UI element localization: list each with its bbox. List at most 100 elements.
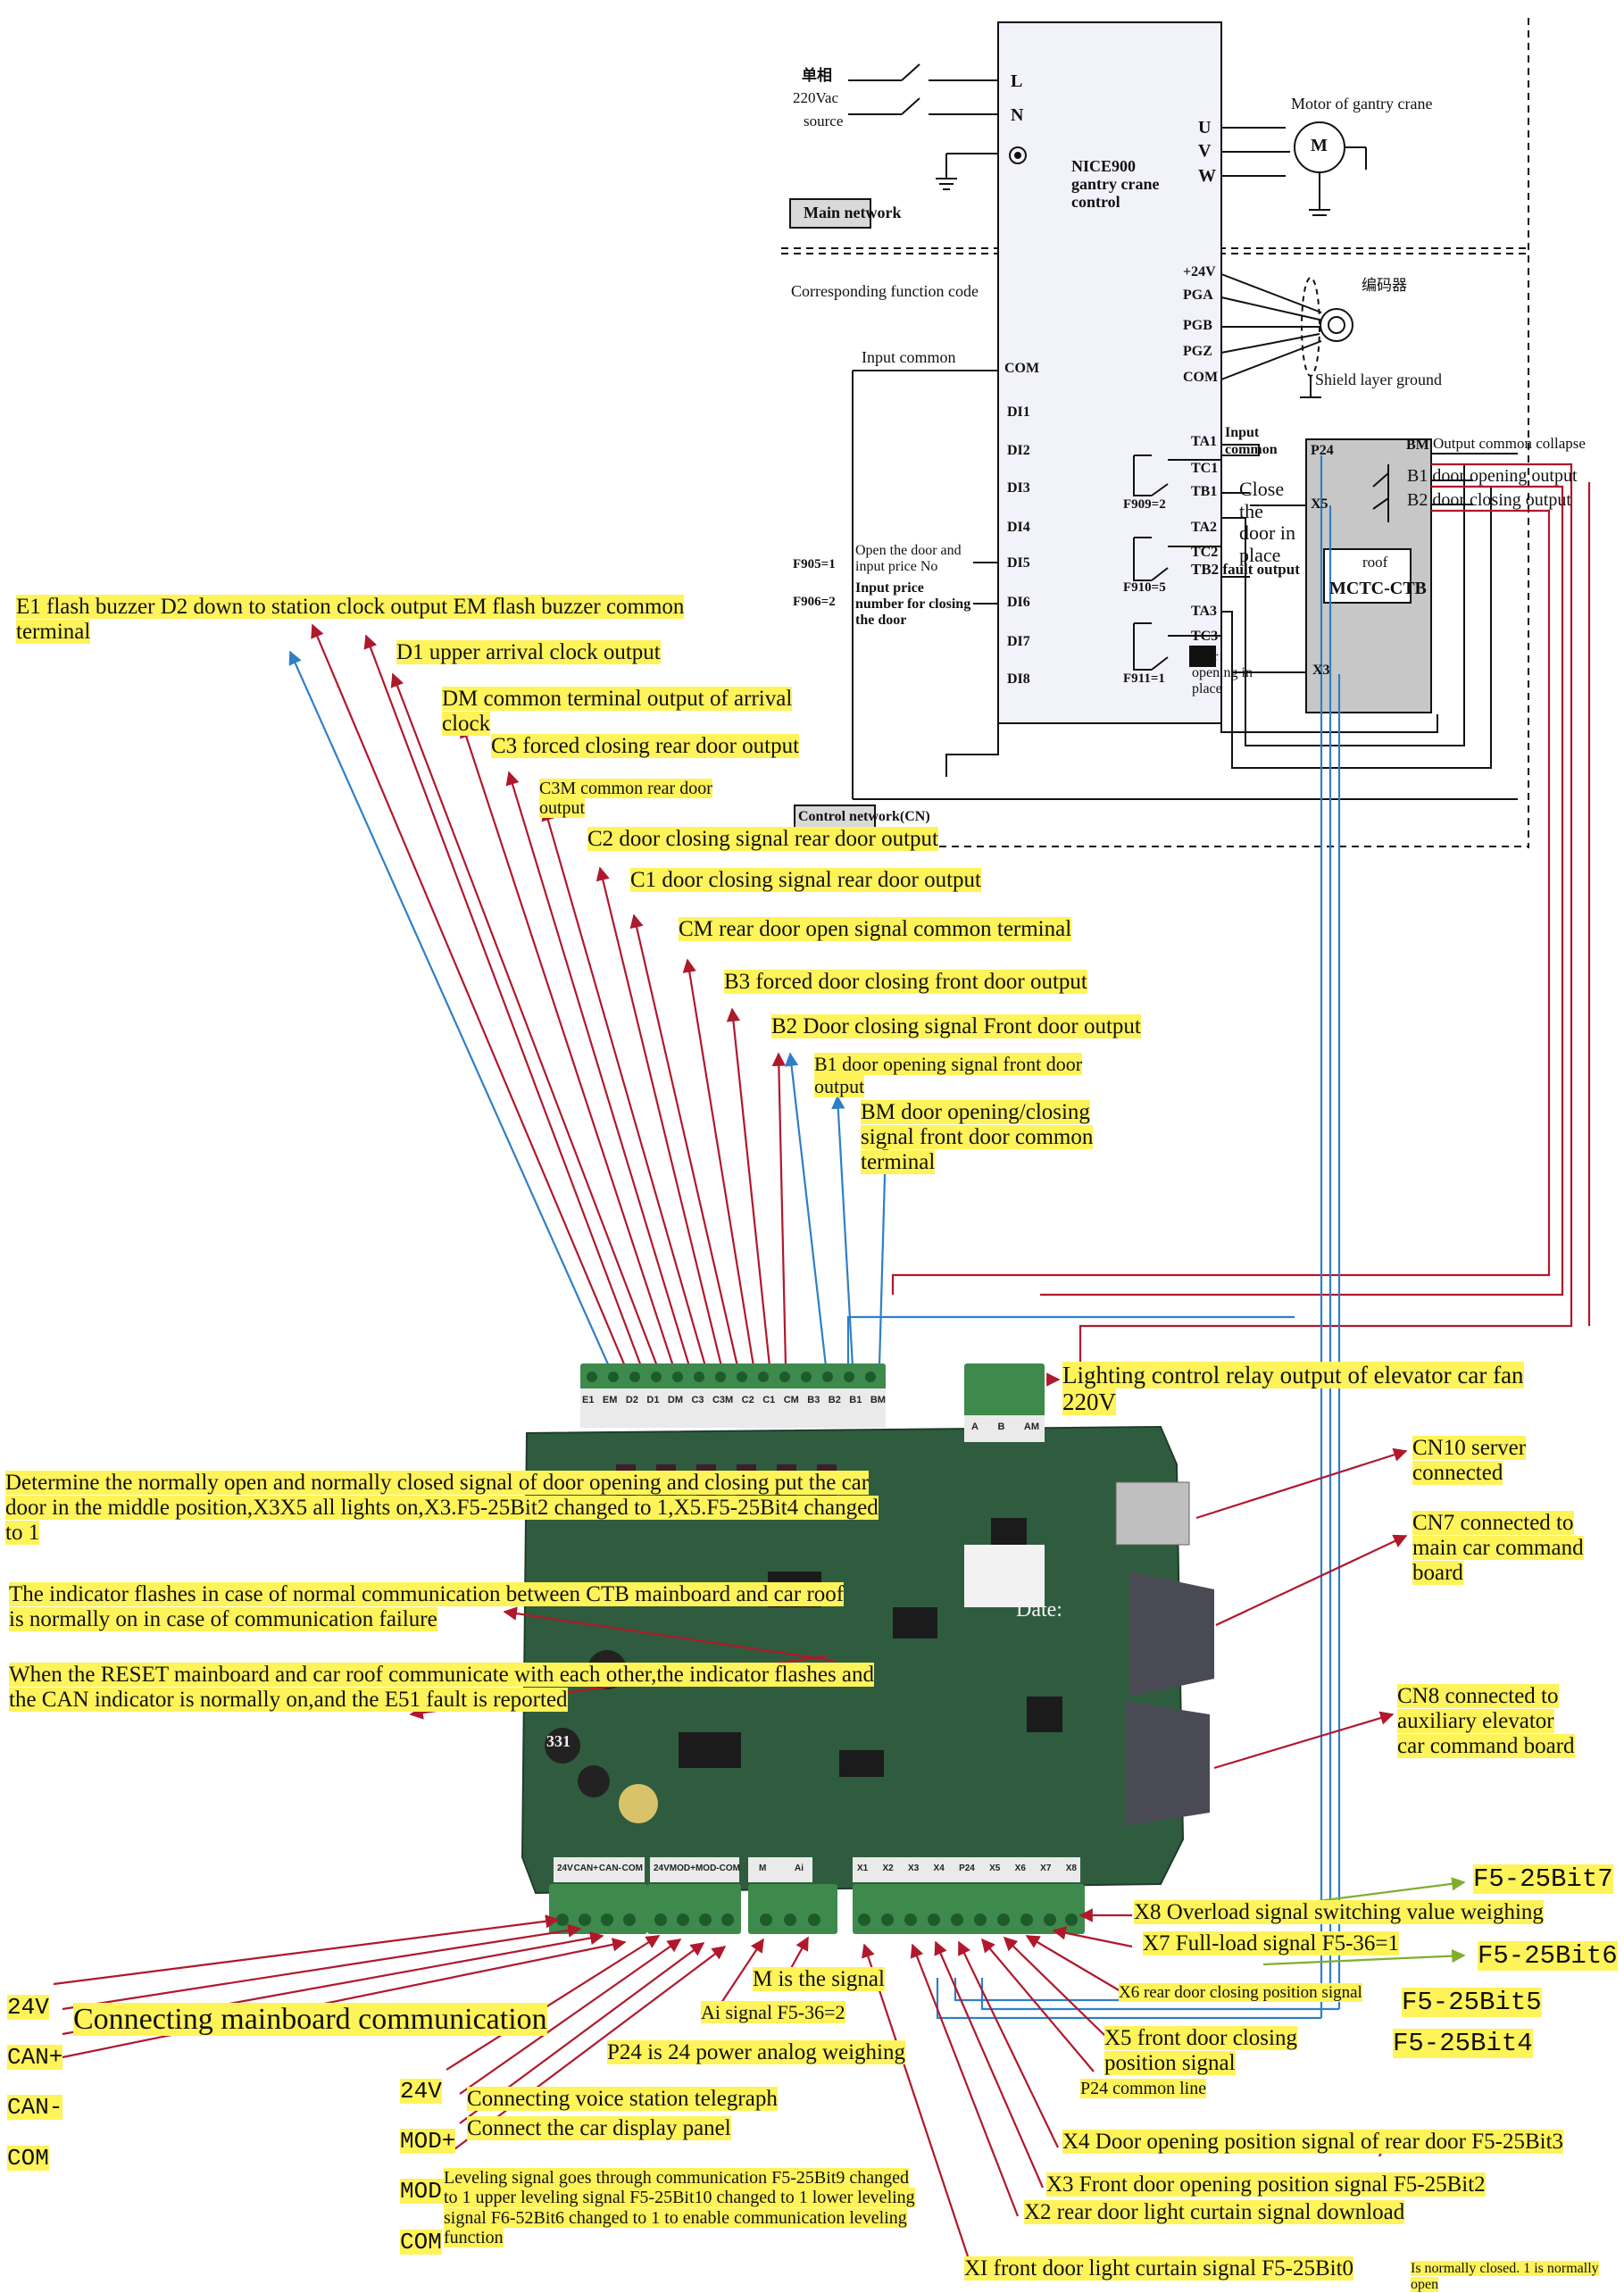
wire-b1-long	[1040, 485, 1564, 1297]
terminal-n: N	[1011, 105, 1024, 125]
source-cn: 单相	[802, 67, 832, 84]
nice900-block	[997, 21, 1222, 724]
term-c1: C1	[762, 1395, 776, 1405]
control-network-label: Control network(CN)	[798, 809, 930, 824]
ctb-p24: P24	[1311, 443, 1334, 458]
encoder-label: 编码器	[1362, 277, 1407, 294]
term-cm: CM	[783, 1395, 799, 1405]
arrow-e1	[288, 650, 611, 1367]
terminal-l: L	[1011, 71, 1023, 91]
enc-wire-pga	[1220, 296, 1320, 321]
f906-label: F906=2	[793, 595, 836, 609]
term-e1: E1	[582, 1395, 595, 1405]
main-network-label: Main network	[804, 204, 902, 221]
arrow-can-plus	[62, 1923, 582, 2011]
relay-ta1: TA1	[1191, 434, 1218, 449]
board-date-label: Date:	[1016, 1598, 1062, 1622]
top-terminal-screws	[587, 1372, 876, 1382]
label-x1: XI front door light curtain signal F5-25…	[964, 2256, 1354, 2280]
can-24v: 24V	[7, 1994, 49, 2022]
term-m: M	[759, 1864, 767, 1873]
relay-output-loop-1	[1221, 464, 1465, 746]
wire-blue-mid	[846, 1315, 1295, 1366]
term-p24: P24	[959, 1864, 975, 1873]
label-determine: Determine the normally open and normally…	[5, 1471, 879, 1545]
ctb-x3: X3	[1312, 663, 1330, 678]
label-p24-power: P24 is 24 power analog weighing	[607, 2040, 905, 2064]
ctb-b2: B2 door closing output	[1407, 490, 1571, 510]
label-cn10: CN10 server connected	[1412, 1436, 1527, 1485]
term-x7: X7	[1040, 1864, 1052, 1873]
enc-wire-pgz	[1220, 333, 1320, 354]
label-bit5: F5-25Bit5	[1402, 1988, 1542, 2017]
di-terminal-3: DI3	[1007, 480, 1030, 496]
capacitor-4	[578, 1765, 610, 1797]
function-code-label: Corresponding function code	[791, 282, 979, 300]
capacitor-2	[545, 1728, 580, 1764]
term-d2: D2	[625, 1395, 638, 1405]
mod-plus: MOD+	[400, 2128, 456, 2155]
fault-output-label: TB2 fault output	[1191, 561, 1300, 578]
wire-bm-long	[1079, 463, 1573, 1375]
relay-ta2: TA2	[1191, 520, 1218, 535]
arrow-cm	[682, 958, 755, 1367]
term-x5: X5	[989, 1864, 1001, 1873]
can-minus: CAN-	[7, 2094, 63, 2122]
di-terminal-4: DI4	[1007, 520, 1030, 535]
bottom-labels-bg-2	[650, 1857, 739, 1882]
control-network-box	[794, 805, 876, 831]
label-lighting: Lighting control relay output of elevato…	[1062, 1362, 1524, 1416]
arrow-b3	[726, 1007, 771, 1367]
label-c2: C2 door closing signal rear door output	[587, 827, 938, 851]
label-voice: Connecting voice station telegraph	[467, 2087, 778, 2111]
arrow-x2	[910, 1943, 1020, 2217]
board-bottom-labels-3: M Ai	[759, 1864, 804, 1873]
relay-ta3: TA3	[1191, 604, 1218, 619]
motor-m: M	[1311, 136, 1328, 155]
mod-24v: 24V	[400, 2078, 442, 2105]
enc-terminal-pgb: PGB	[1183, 318, 1212, 333]
term-c3m: C3M	[712, 1395, 734, 1405]
f910-label: F910=5	[1123, 580, 1166, 595]
relay-tc1: TC1	[1191, 461, 1219, 476]
ctb-label-box	[1323, 548, 1412, 604]
encoder-inner	[1328, 316, 1345, 334]
label-e1: E1 flash buzzer D2 down to station clock…	[16, 595, 685, 644]
arrow-d1	[390, 672, 659, 1367]
bottom-terminal-block-1	[549, 1884, 647, 1934]
ctb-relay	[1372, 464, 1389, 522]
bottom-terminal-block-2	[647, 1884, 741, 1934]
arrow-bit6	[1262, 1948, 1466, 1966]
output-common-label: Output common collapse	[1433, 435, 1586, 452]
nice-title-1: NICE900	[1071, 157, 1137, 175]
label-x8: X8 Overload signal switching value weigh…	[1134, 1900, 1544, 1924]
label-ai-signal: Ai signal F5-36=2	[701, 2001, 845, 2023]
arrow-dm	[460, 723, 675, 1367]
arrow-can-com	[53, 1938, 627, 2061]
board-bottom-labels-4: X1 X2 X3 X4 P24 X5 X6 X7 X8	[857, 1864, 1077, 1873]
arrow-d2	[363, 634, 643, 1367]
label-d1: D1 upper arrival clock output	[396, 640, 661, 664]
terminal-u: U	[1198, 118, 1212, 138]
term-dm: DM	[667, 1395, 684, 1405]
term-com-b: COM	[719, 1864, 740, 1873]
arrow-bm-2	[878, 1143, 893, 1367]
di-terminal-6: DI6	[1007, 595, 1030, 610]
relay-terminal-block	[964, 1363, 1045, 1417]
term-canp: CAN+	[573, 1864, 599, 1873]
label-x2: X2 rear door light curtain signal downlo…	[1024, 2200, 1405, 2224]
board-sticker	[964, 1545, 1045, 1607]
label-x5: X5 front door closing position signal	[1104, 2026, 1297, 2075]
board-top-terminal-labels: E1 EM D2 D1 DM C3 C3M C2 C1 CM B3 B2 B1 …	[582, 1395, 886, 1405]
arrow-b1	[784, 1052, 828, 1367]
arrow-b2	[771, 1052, 787, 1367]
label-c3m: C3M common rear door output	[539, 779, 712, 819]
relay-3	[1133, 622, 1169, 671]
label-b3: B3 forced door closing front door output	[724, 970, 1087, 994]
cn8-port	[1125, 1701, 1210, 1826]
enc-wire-24v	[1220, 273, 1322, 313]
f909-label: F909=2	[1123, 497, 1166, 512]
term-x6: X6	[1014, 1864, 1026, 1873]
label-dm: DM common terminal output of arrival clo…	[442, 687, 793, 736]
